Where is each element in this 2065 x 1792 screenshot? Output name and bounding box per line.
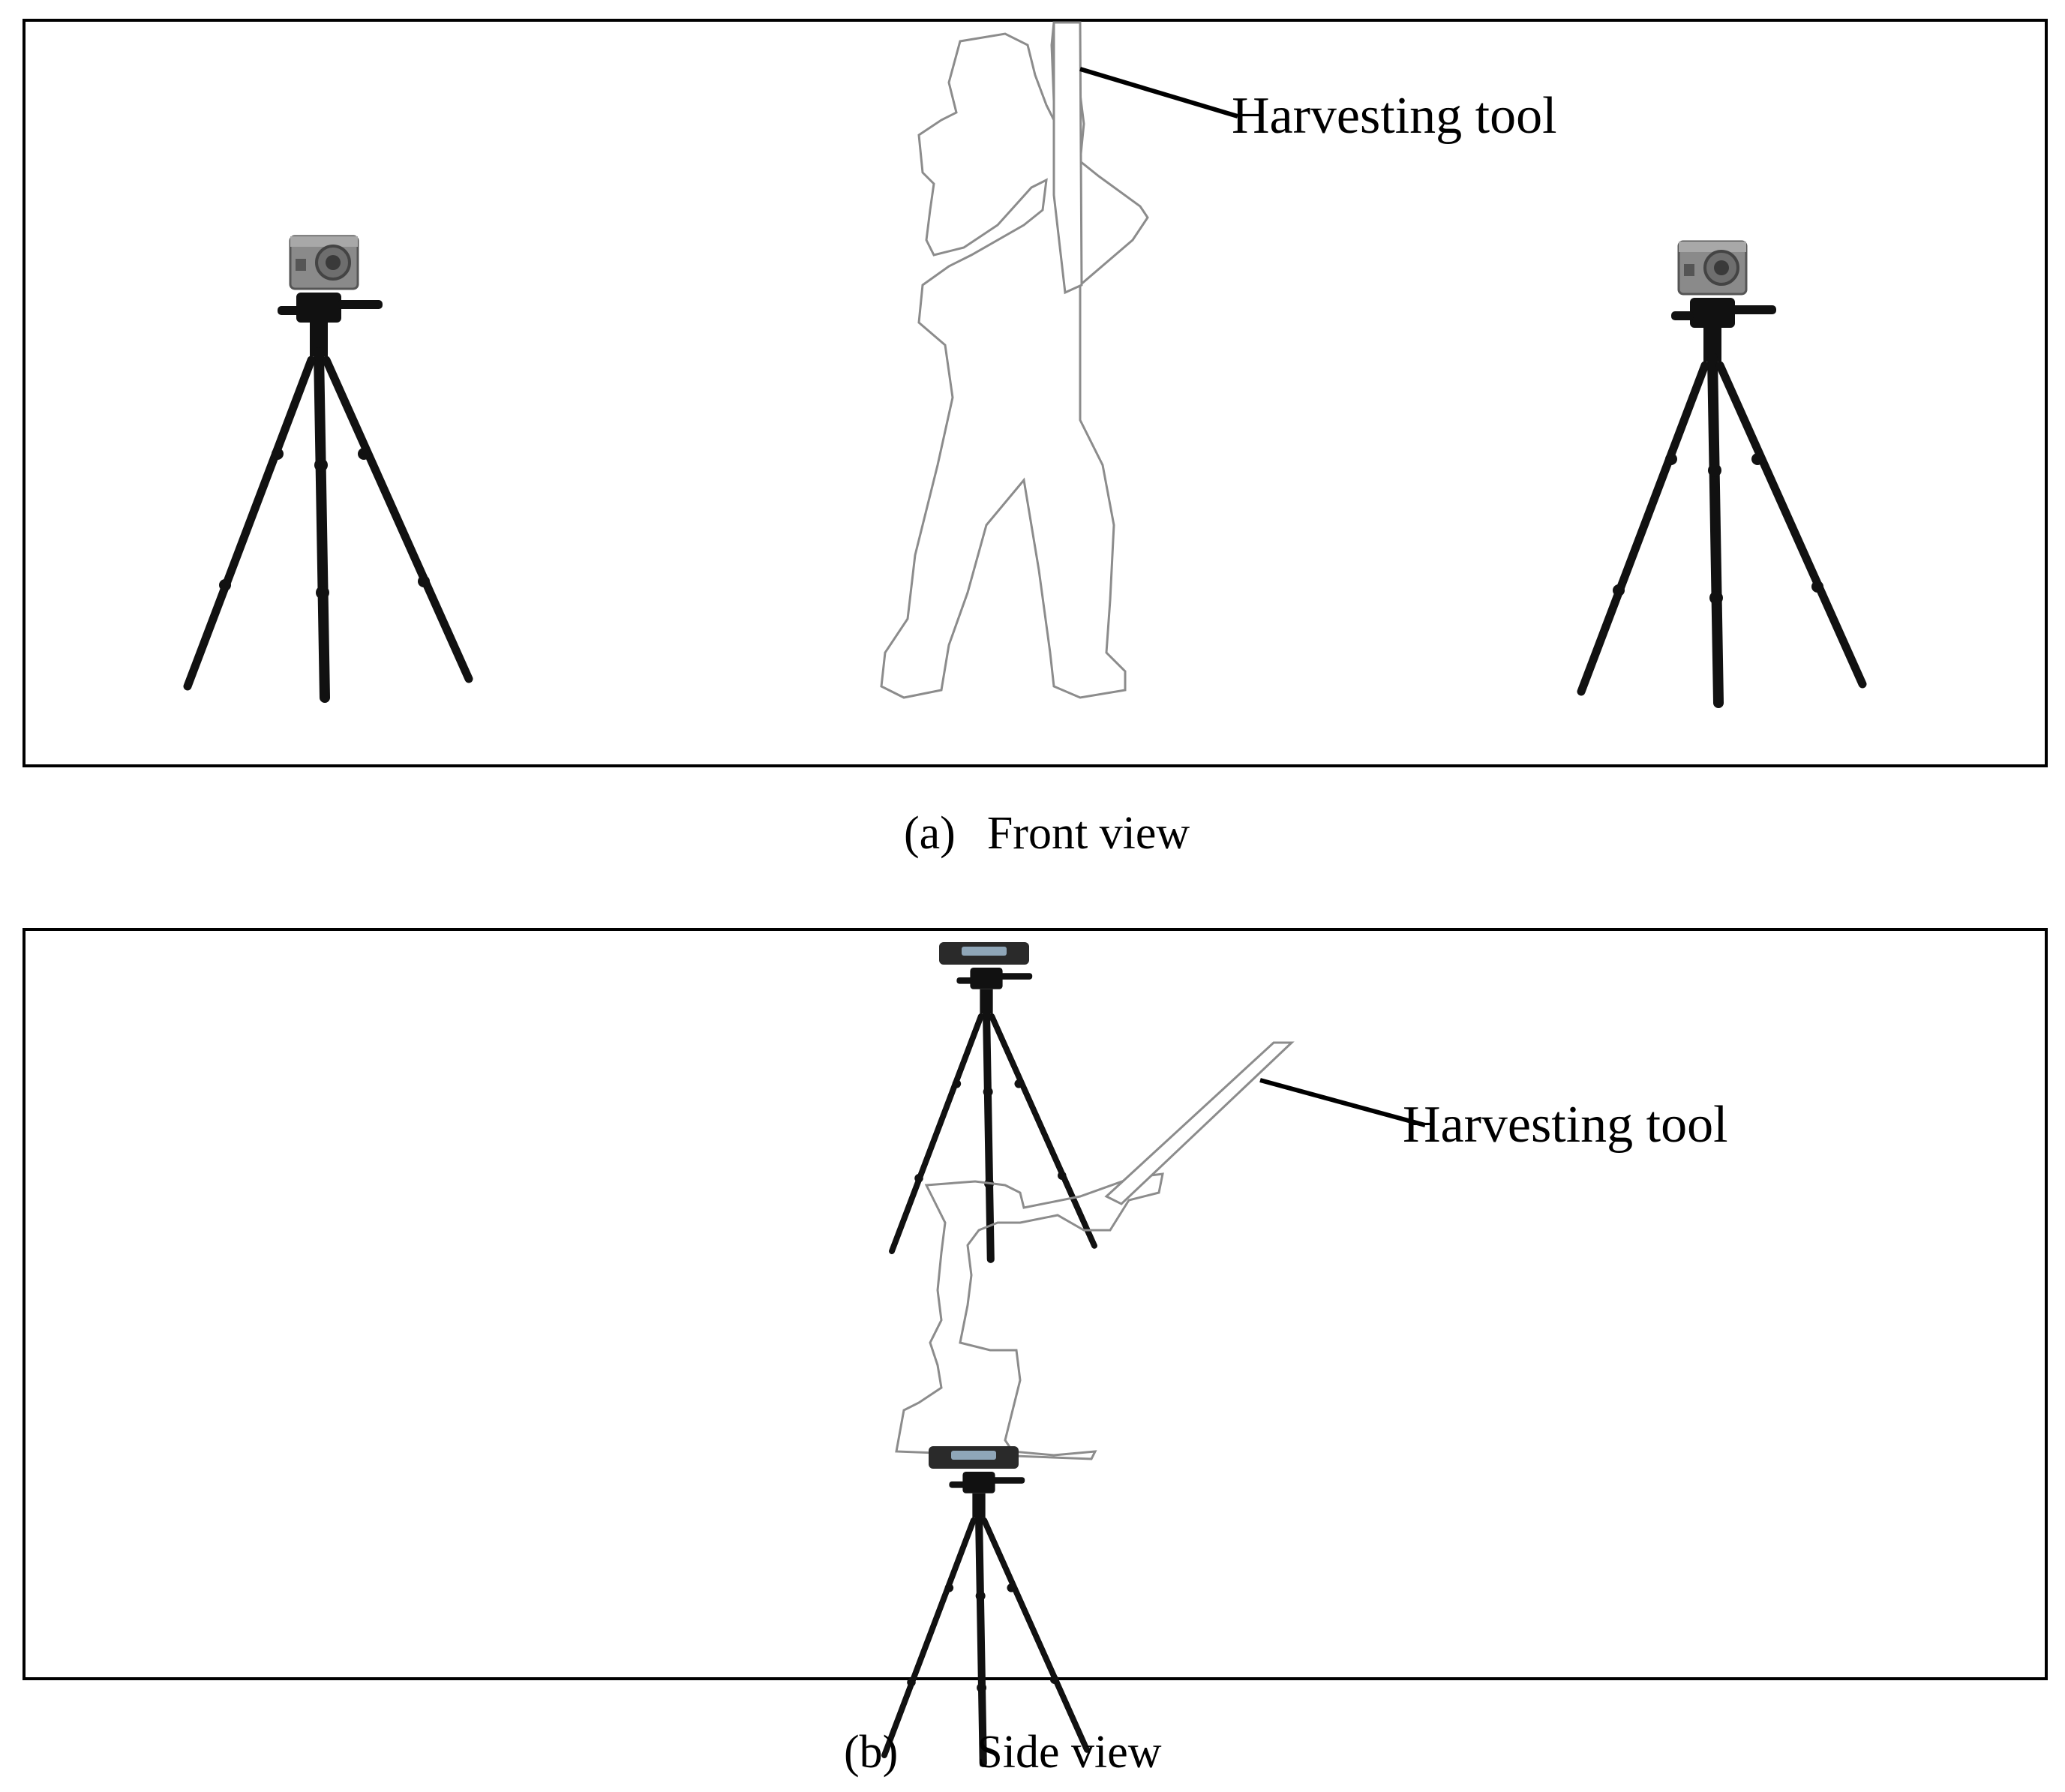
harvesting-tool-label-front: Harvesting tool (1232, 87, 1557, 145)
caption-b-text: Side view (977, 1727, 1162, 1778)
left-tripod (188, 235, 469, 698)
right-tripod (1581, 240, 1862, 703)
harvesting-tool-front (1052, 21, 1083, 295)
leader-line-side (1259, 1078, 1426, 1127)
harvesting-tool-side (1104, 1041, 1295, 1205)
caption-b-tag: (b) (844, 1727, 899, 1778)
bottom-tripod (884, 1446, 1087, 1763)
harvesting-tool-label-side: Harvesting tool (1403, 1096, 1728, 1154)
caption-a-text: Front view (986, 808, 1190, 859)
caption-a: (a) Front view (904, 810, 1190, 857)
caption-b: (b) Side view (844, 1729, 1162, 1775)
side-view-panel (23, 928, 2048, 1680)
top-tripod (892, 942, 1094, 1259)
leader-line-front (1079, 67, 1238, 119)
person-silhouette-front (880, 21, 1149, 699)
caption-a-tag: (a) (904, 808, 956, 859)
person-silhouette-side (895, 1172, 1164, 1460)
